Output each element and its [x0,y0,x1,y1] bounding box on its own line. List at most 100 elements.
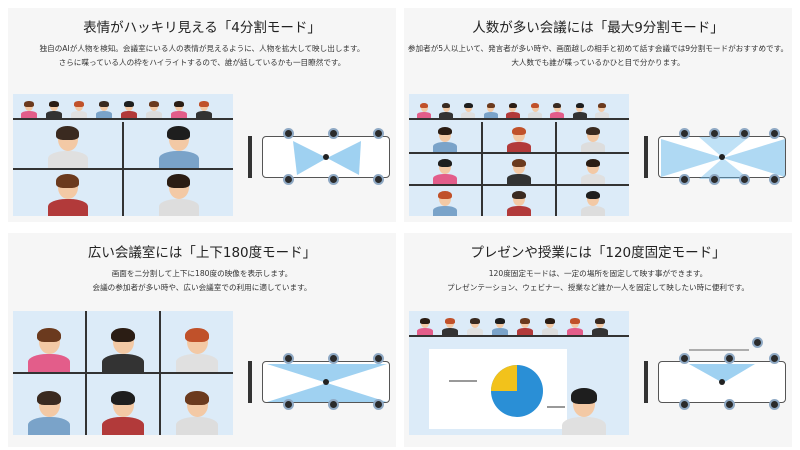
desc-line: 120度固定モードは、一定の場所を固定して映す事ができます。 [488,269,708,278]
seat-person-icon [769,174,780,185]
panel-title: 人数が多い会議には「最大9分割モード」 [472,20,724,36]
participant-avatar [461,103,476,118]
participant-avatar [96,101,112,118]
participant-avatar [592,318,608,335]
seat-person-icon [283,353,294,364]
meeting-table-diagram [644,116,789,196]
video-cell [13,170,122,216]
video-cell [87,374,159,435]
presentation-slide [429,349,567,429]
display-monitor [248,136,252,178]
video-grid [13,311,233,435]
participant-avatar [581,190,605,216]
panel-description: 画面を二分割して上下に180度の映像を表示します。会議の参加者が多い時や、広い会… [8,267,396,295]
seat-person-icon [769,399,780,410]
meeting-table-diagram [248,341,393,421]
video-screen-illustration [409,311,629,435]
seat-person-icon [769,128,780,139]
video-grid [409,122,629,216]
participant-avatar [102,390,144,435]
seat-person-icon [709,174,720,185]
seat-person-icon [328,353,339,364]
participant-avatar [433,158,457,184]
panel-4-split-mode: 表情がハッキリ見える「4分割モード」 独自のAIが人物を検知。会議室にいる人の表… [8,8,396,222]
seat-person-icon [739,174,750,185]
participant-avatar [121,101,137,118]
participant-avatar [21,101,37,118]
participant-avatar [102,327,144,372]
participant-avatar [542,318,558,335]
seat-person-icon [373,174,384,185]
participant-avatar [442,318,458,335]
seat-person-icon [679,128,690,139]
participant-avatar [158,173,199,216]
participant-avatar [517,318,533,335]
video-cell [557,186,629,216]
display-monitor [644,361,648,403]
participant-avatar [171,101,187,118]
participant-avatar [176,390,218,435]
table [658,349,786,403]
participant-avatar [581,126,605,152]
video-cell [409,154,481,184]
desc-line: 参加者が5人以上いて、発言者が多い時や、画面越しの相手と初めて話す会議では9分割… [407,44,789,53]
participant-avatar [146,101,162,118]
panel-120-fixed-mode: プレゼンや授業には「120度固定モード」 120度固定モードは、一定の場所を固定… [404,233,792,447]
video-cell [13,374,85,435]
participant-avatar [417,318,433,335]
seat-person-icon [283,399,294,410]
panel-description: 独自のAIが人物を検知。会議室にいる人の表情が見えるように、人物を拡大して映し出… [8,42,396,70]
meeting-table-diagram [644,337,789,421]
video-cell [161,374,233,435]
desc-line: プレゼンテーション、ウェビナー、授業など誰か一人を固定して映したい時に便利です。 [446,283,750,292]
seat-person-icon [373,353,384,364]
desc-line: 画面を二分割して上下に180度の映像を表示します。 [111,269,293,278]
participant-avatar [550,103,565,118]
participant-avatar [507,158,531,184]
panel-title: 表情がハッキリ見える「4分割モード」 [83,20,321,36]
participant-avatar [47,125,88,168]
participant-avatar [71,101,87,118]
panel-9-split-mode: 人数が多い会議には「最大9分割モード」 参加者が5人以上いて、発言者が多い時や、… [404,8,792,222]
participant-avatar [417,103,431,118]
video-grid [13,122,233,216]
seat-person-icon [328,128,339,139]
desc-line: 大人数でも誰が喋っているかひと目で分かります。 [511,58,685,67]
video-cell [557,122,629,152]
desc-line: 独自のAIが人物を検知。会議室にいる人の表情が見えるように、人物を拡大して映し出… [39,44,365,53]
participant-avatar [196,101,212,118]
participant-avatar [176,327,218,372]
participant-avatar [158,125,199,168]
seat-person-icon [739,128,750,139]
seat-person-icon [724,399,735,410]
video-screen-illustration [13,94,233,216]
participant-avatar [433,190,457,216]
participant-avatar [492,318,508,335]
participant-avatar [507,126,531,152]
presenter-icon [752,337,763,348]
participant-avatar [572,103,587,118]
table [658,136,786,179]
video-cell [87,311,159,372]
participant-avatar [505,103,520,118]
seat-person-icon [679,399,690,410]
participant-avatar [433,126,457,152]
participant-avatar [28,327,70,372]
meeting-table-diagram [248,116,393,196]
seat-person-icon [679,174,690,185]
video-cell [483,122,555,152]
video-cell [409,186,481,216]
video-cell [124,122,233,168]
participant-avatar [439,103,454,118]
participant-avatar [467,318,483,335]
desc-line: 会議の参加者が多い時や、広い会議室での利用に適しています。 [92,283,312,292]
seat-person-icon [769,353,780,364]
table [262,136,390,178]
participant-avatar [581,158,605,184]
video-cell [124,170,233,216]
seat-person-icon [283,128,294,139]
participant-avatar [594,103,609,118]
seat-person-icon [724,353,735,364]
camera-view-beam [293,141,361,175]
seat-person-icon [373,128,384,139]
